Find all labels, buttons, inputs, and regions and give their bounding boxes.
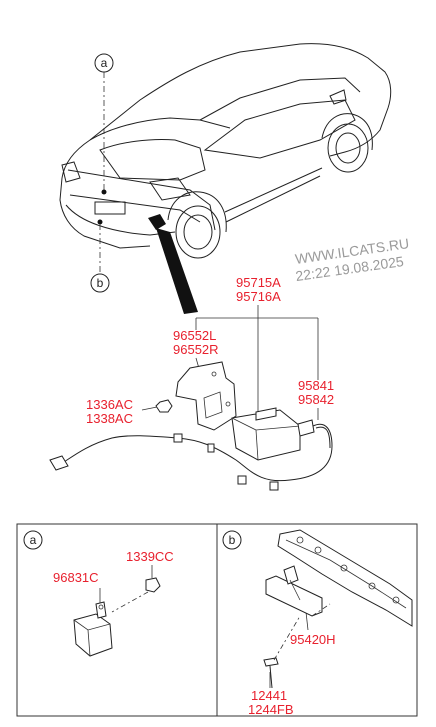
detail-b-tag: b [229, 533, 236, 547]
label-95420H: 95420H [290, 632, 336, 647]
sensor-96831C [73, 613, 113, 657]
vehicle-illustration [59, 43, 392, 314]
nut-1339CC [145, 577, 161, 593]
callout-a: a [94, 53, 114, 190]
detail-a-tag: a [30, 533, 37, 547]
watermark: WWW.ILCATS.RU 22:22 19.08.2025 [294, 235, 410, 284]
callout-b-letter: b [97, 276, 104, 290]
blind-spot-module [231, 409, 301, 461]
bumper-beam [277, 529, 413, 627]
label-12441: 12441 [251, 688, 287, 703]
bracket-95420H [265, 575, 323, 617]
label-95841: 95841 [298, 378, 334, 393]
callout-b: b [90, 224, 110, 293]
label-1244FB: 1244FB [248, 702, 294, 717]
label-96552L: 96552L [173, 328, 216, 343]
label-95842: 95842 [298, 392, 334, 407]
label-1338AC: 1338AC [86, 411, 133, 426]
label-1339CC: 1339CC [126, 549, 174, 564]
detail-box-a: a 1339CC 96831C [16, 523, 218, 717]
label-96831C: 96831C [53, 570, 99, 585]
screw-12441 [263, 657, 279, 667]
harness-connector [49, 455, 69, 471]
label-96552R: 96552R [173, 342, 219, 357]
detail-box-b: b 95420H 12441 1244FB [216, 523, 418, 717]
label-1336AC: 1336AC [86, 397, 133, 412]
nut-1336AC [155, 399, 173, 413]
main-assembly: 95715A 95716A 96552L 96552R 1336AC 1338A… [49, 275, 334, 491]
label-95716A: 95716A [236, 289, 281, 304]
label-95715A: 95715A [236, 275, 281, 290]
bracket [175, 361, 237, 431]
callout-a-letter: a [101, 56, 108, 70]
